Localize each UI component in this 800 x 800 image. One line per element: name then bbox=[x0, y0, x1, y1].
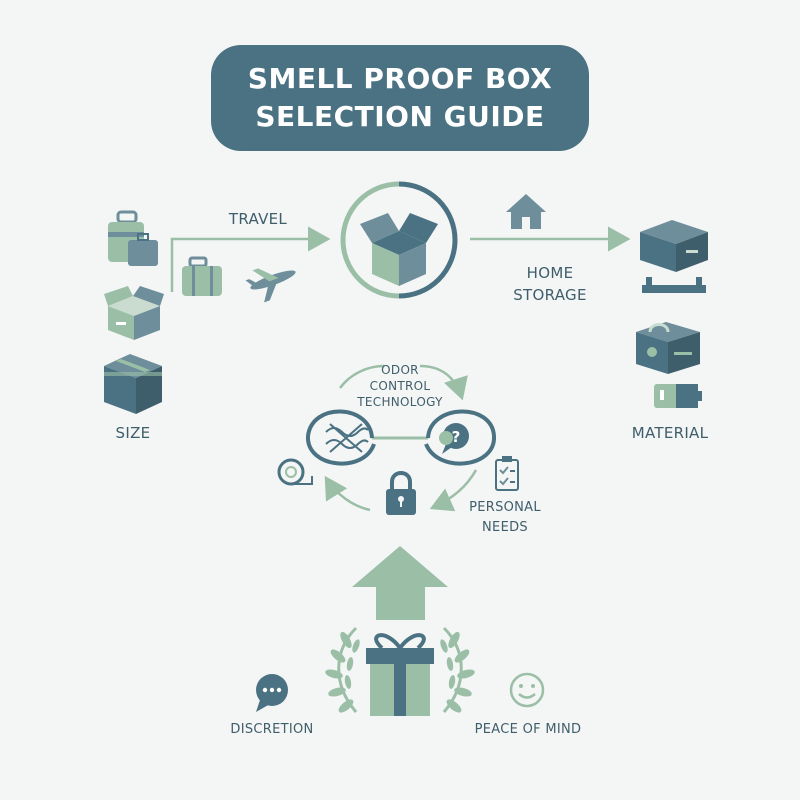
house-icon bbox=[506, 194, 546, 229]
peace-of-mind-label: PEACE OF MIND bbox=[474, 722, 582, 737]
chat-bubble-icon bbox=[256, 674, 288, 712]
odor-control-label: ODOR CONTROL TECHNOLOGY bbox=[340, 362, 460, 410]
odor-loop bbox=[305, 409, 497, 466]
up-arrow-icon bbox=[352, 546, 448, 620]
lock-icon bbox=[386, 471, 416, 515]
closed-box-icon bbox=[104, 354, 162, 414]
open-box-icon bbox=[360, 213, 438, 286]
odor-cycle-arrows bbox=[324, 364, 478, 512]
laurel-right-icon bbox=[440, 626, 475, 713]
travel-connector bbox=[170, 226, 331, 292]
odor-line-3: TECHNOLOGY bbox=[357, 395, 443, 409]
title-line-1: SMELL PROOF BOX bbox=[247, 62, 553, 95]
material-label: MATERIAL bbox=[631, 424, 709, 442]
home-storage-line-2: STORAGE bbox=[513, 286, 587, 304]
home-storage-line-1: HOME bbox=[526, 264, 574, 282]
airplane-icon bbox=[245, 268, 296, 303]
luggage-icon bbox=[108, 210, 158, 266]
suitcase-icon bbox=[182, 256, 222, 296]
tray-icon bbox=[642, 277, 706, 293]
personal-line-2: NEEDS bbox=[482, 520, 528, 535]
personal-line-1: PERSONAL bbox=[469, 500, 541, 515]
personal-needs-label: PERSONAL NEEDS bbox=[450, 498, 560, 538]
size-label: SIZE bbox=[115, 424, 151, 442]
discretion-label: DISCRETION bbox=[230, 722, 314, 737]
checklist-icon bbox=[495, 456, 519, 491]
odor-line-2: CONTROL bbox=[369, 379, 431, 393]
tape-icon bbox=[277, 458, 313, 486]
no-smell-icon bbox=[325, 423, 369, 453]
battery-icon bbox=[654, 384, 702, 408]
question-bubble-icon: ? bbox=[439, 423, 469, 454]
title-banner: SMELL PROOF BOX SELECTION GUIDE bbox=[211, 45, 589, 151]
container-icon bbox=[636, 322, 700, 374]
travel-label: TRAVEL bbox=[228, 210, 288, 228]
odor-line-1: ODOR bbox=[381, 363, 419, 377]
central-box-circle bbox=[340, 181, 458, 299]
small-open-box-icon bbox=[104, 286, 164, 340]
storage-bin-icon bbox=[640, 220, 708, 272]
gift-icon bbox=[366, 633, 434, 716]
svg-text:?: ? bbox=[452, 428, 461, 446]
smile-icon bbox=[509, 672, 545, 708]
title-line-2: SELECTION GUIDE bbox=[255, 100, 545, 133]
home-storage-label: HOME STORAGE bbox=[490, 262, 610, 306]
laurel-left-icon bbox=[325, 626, 360, 713]
